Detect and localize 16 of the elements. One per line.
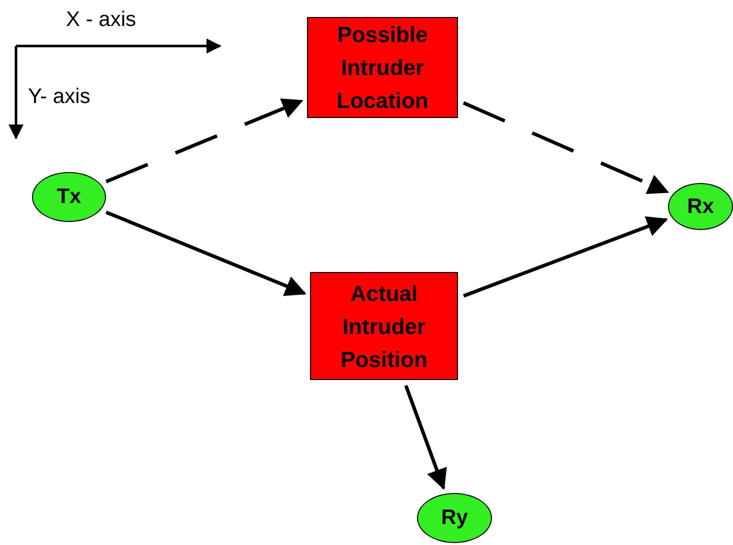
- arrow: [106, 210, 306, 296]
- node-label: Tx: [56, 184, 82, 210]
- arrow: [404, 385, 447, 490]
- node-ellipse: [32, 172, 106, 222]
- axis-label: Y- axis: [28, 85, 90, 109]
- arrow: [463, 216, 668, 298]
- arrow: [462, 101, 670, 194]
- process-box: [310, 272, 458, 380]
- arrow: [105, 98, 304, 184]
- process-box: [307, 17, 458, 118]
- node-label: Actual Intruder Position: [340, 280, 428, 374]
- node-label: Ry: [441, 505, 468, 532]
- node-ellipse: [668, 183, 733, 230]
- node-label: Possible Intruder Location: [336, 21, 430, 115]
- axis-label: X - axis: [66, 8, 136, 32]
- node-label: Rx: [687, 194, 714, 220]
